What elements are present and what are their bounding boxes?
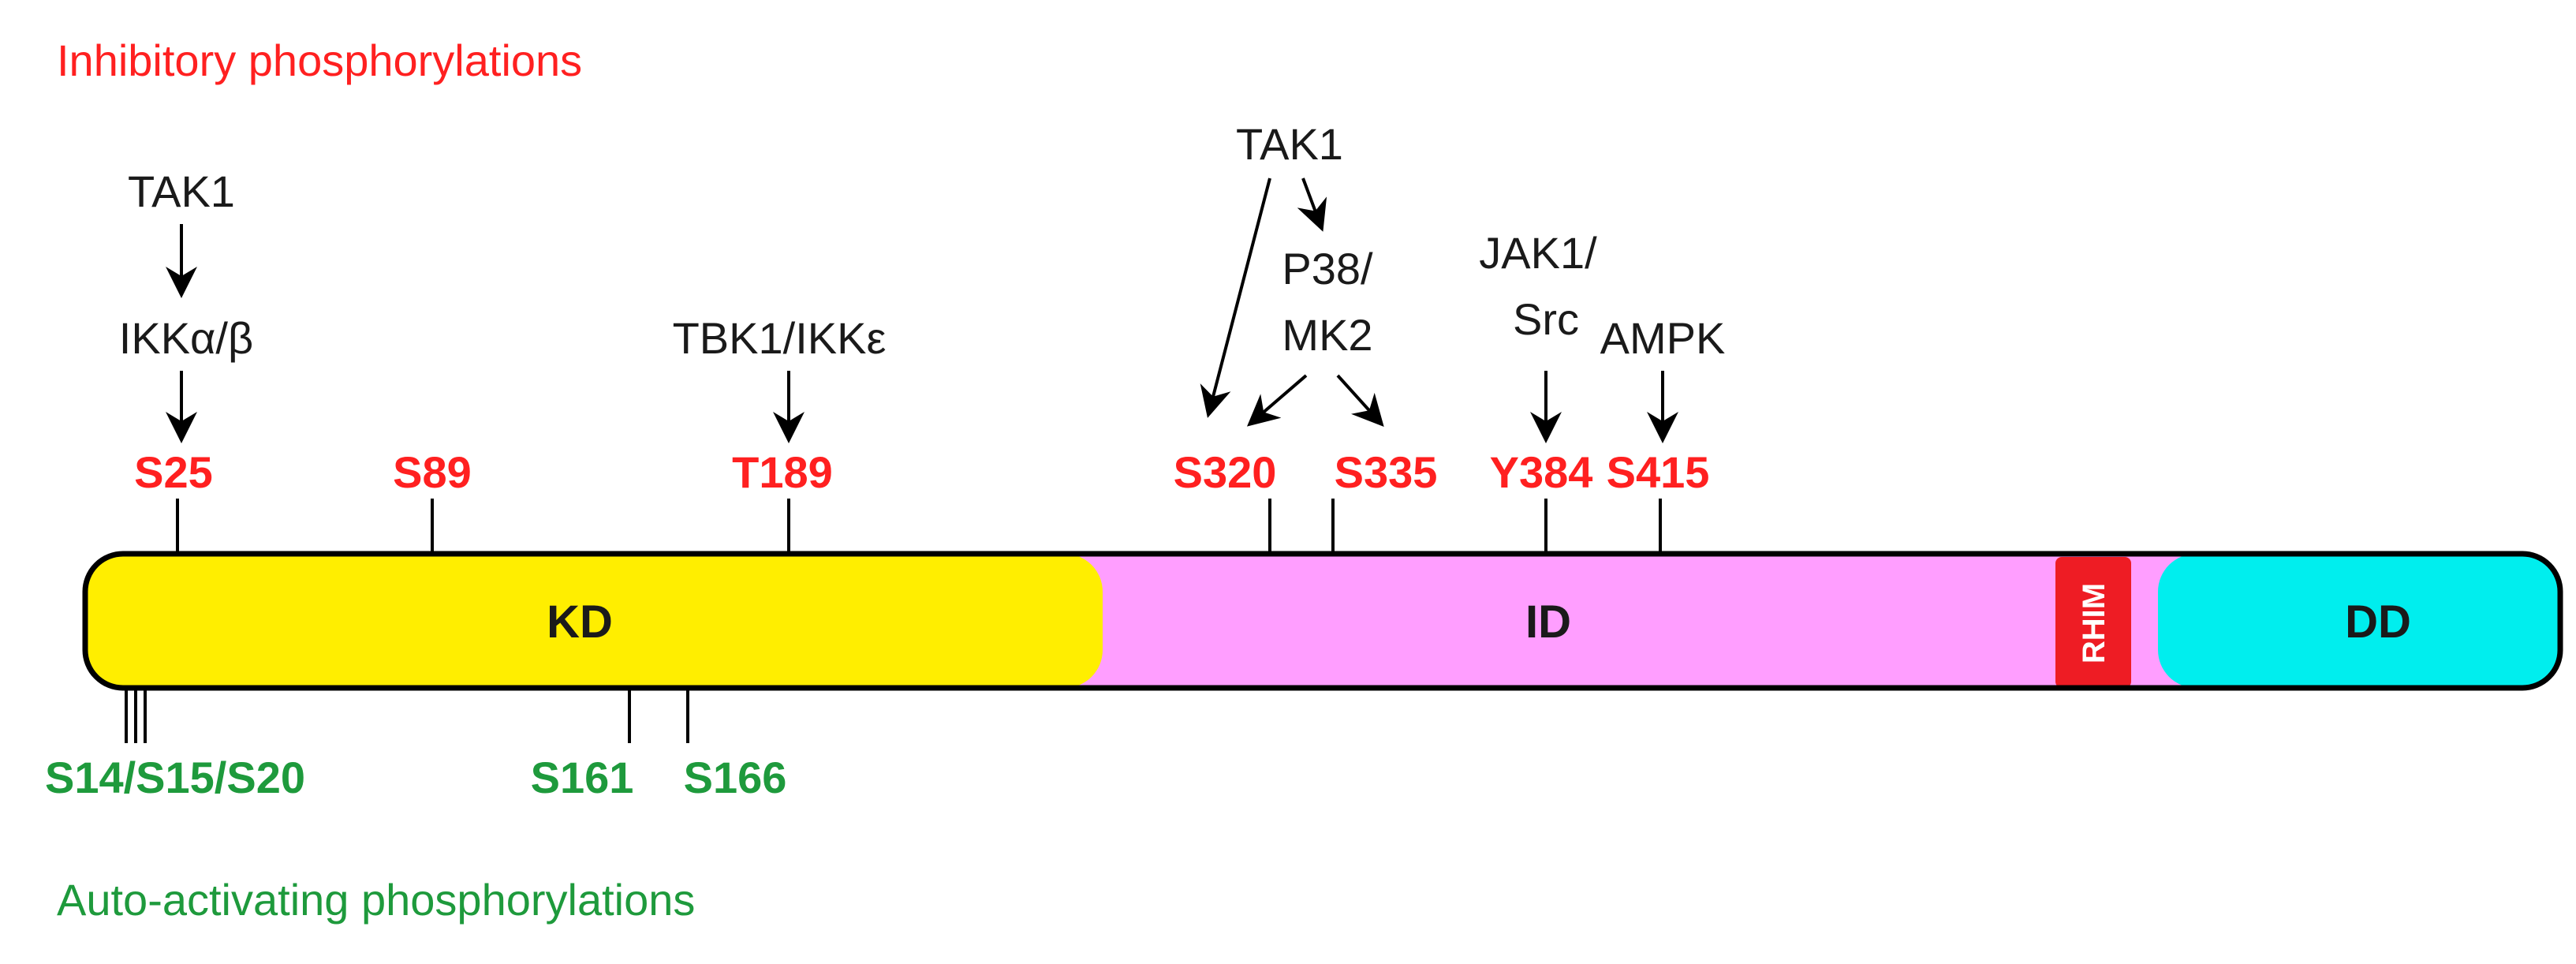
kinase-tak1-mid: TAK1: [1236, 119, 1343, 169]
kinase-ikk: IKKα/β: [119, 313, 253, 363]
arrow-tak1-to-p38: [1297, 177, 1327, 232]
kinase-tbk1-ikke: TBK1/IKKε: [673, 313, 887, 363]
site-s166: S166: [684, 753, 787, 802]
site-s14-s15-s20: S14/S15/S20: [45, 753, 305, 802]
protein-bar: [82, 551, 2563, 691]
kinase-jak1: JAK1/: [1479, 228, 1597, 278]
kd-label: KD: [547, 596, 613, 648]
site-t189: T189: [732, 447, 833, 497]
activating-title: Auto-activating phosphorylations: [57, 875, 695, 925]
arrow-mk2-to-s335: [1336, 374, 1384, 427]
site-s25: S25: [134, 447, 213, 497]
kinase-mk2: MK2: [1282, 310, 1372, 360]
kinase-tak1-left: TAK1: [128, 166, 235, 216]
site-s320: S320: [1174, 447, 1277, 497]
site-s335: S335: [1335, 447, 1438, 497]
kd-domain: [85, 554, 1103, 688]
inhibitory-title: Inhibitory phosphorylations: [57, 35, 582, 85]
rhim-domain: [2055, 557, 2131, 688]
dd-domain: [2158, 554, 2560, 688]
dd-label: DD: [2345, 596, 2411, 648]
kinase-ampk: AMPK: [1600, 313, 1726, 363]
kinase-p38: P38/: [1282, 244, 1373, 293]
site-s89: S89: [393, 447, 472, 497]
rhim-label: RHIM: [2077, 583, 2111, 663]
site-s415: S415: [1607, 447, 1710, 497]
arrow-tak1-to-s320: [1200, 177, 1271, 418]
site-y384: Y384: [1490, 447, 1593, 497]
kinase-src: Src: [1513, 294, 1579, 344]
id-label: ID: [1525, 596, 1571, 648]
site-s161: S161: [531, 753, 634, 802]
arrow-mk2-to-s320: [1246, 374, 1308, 427]
protein-outline: [82, 551, 2563, 691]
